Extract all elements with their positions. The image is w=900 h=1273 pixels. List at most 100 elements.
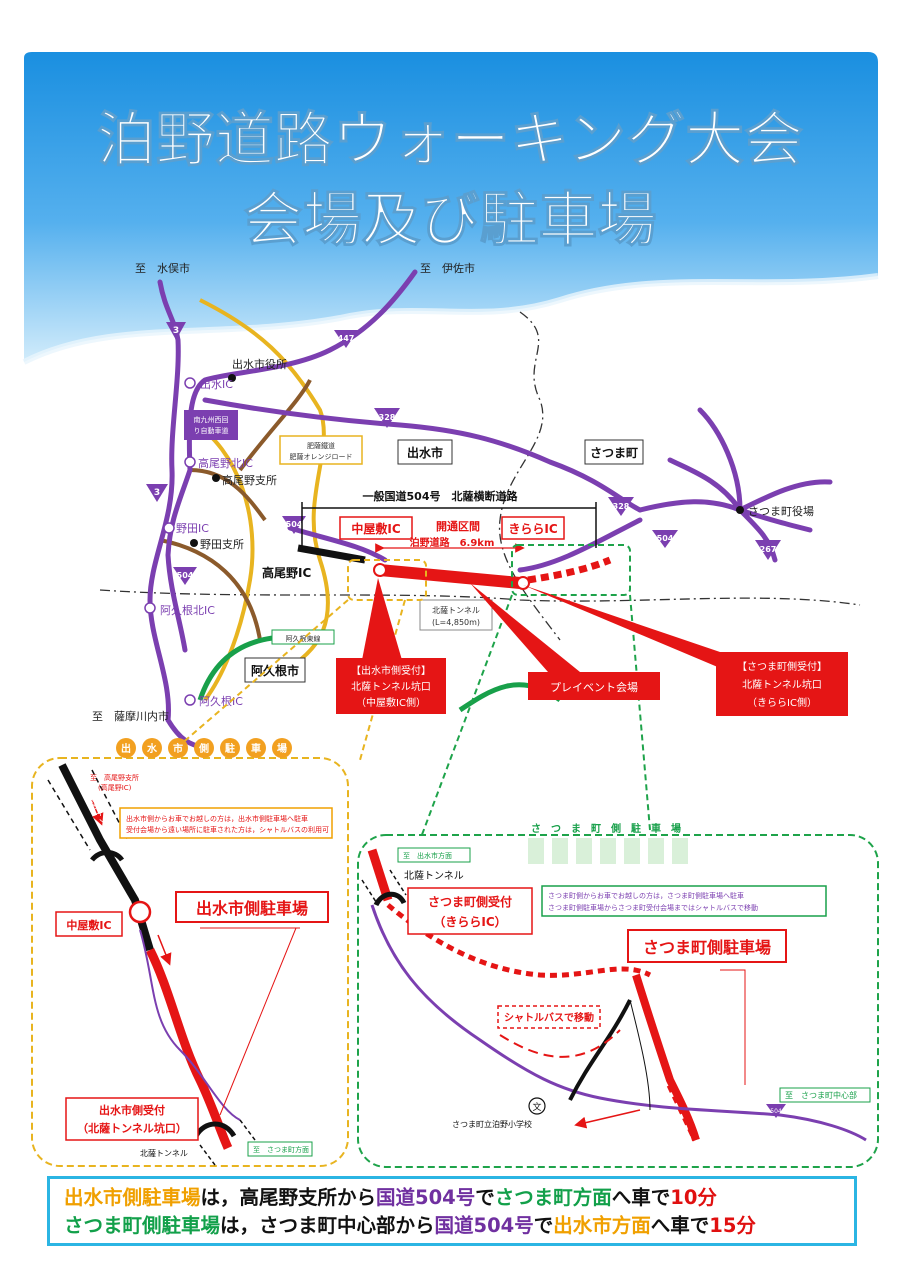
national-504-label: 一般国道504号 北薩横断道路 (363, 489, 519, 503)
takaono-kita-ic-label: 高尾野北IC (198, 456, 253, 470)
brown-roads (159, 379, 312, 641)
route-447-shield: 447 (334, 330, 358, 348)
inset-left-ic-label: 中屋敷IC (66, 918, 111, 932)
school-label: さつま町立泊野小学校 (452, 1119, 532, 1129)
inset-right-tunnel-label: 北薩トンネル (404, 869, 464, 882)
footer2-b: は，さつま町中心部から (220, 1214, 435, 1237)
svg-text:側: 側 (198, 742, 209, 755)
izumi-reception-line1: 【出水市側受付】 (351, 664, 431, 677)
takaono-ic-label: 高尾野IC (262, 565, 311, 580)
orange-railway-line2: 肥薩オレンジロード (290, 452, 353, 461)
svg-text:504: 504 (286, 520, 303, 529)
svg-text:つ: つ (551, 824, 561, 835)
route-shields: 3 447 328 3 328 504 504 504 267 (146, 322, 781, 585)
akune-city-box: 阿久根市 (251, 663, 299, 678)
tunnel-length-label: (L=4,850m) (432, 618, 480, 627)
svg-text:3: 3 (154, 488, 160, 498)
svg-text:駐: 駐 (631, 822, 641, 835)
svg-text:ま: ま (571, 823, 581, 835)
inset-left-banner: 出 水 市 側 駐 車 場 (116, 738, 292, 758)
footer1-e: さつま町方面 (494, 1186, 612, 1209)
footer2-f: へ車で (650, 1214, 710, 1237)
inset-left-parking-label: 出水市側駐車場 (196, 899, 308, 918)
inset-right-note-line1: さつま町側からお車でお越しの方は，さつま町側駐車場へ駐車 (548, 891, 744, 900)
akune-nodo-box: 阿久根東線 (286, 634, 321, 643)
footer1-b: は，高尾野支所から (200, 1186, 377, 1209)
inset-left-reception-line1: 出水市側受付 (99, 1103, 165, 1117)
takaono-branch-label: 高尾野支所 (222, 473, 277, 487)
svg-text:328: 328 (613, 502, 630, 511)
tunnel-name-label: 北薩トンネル (432, 605, 480, 615)
inset-right-route-504: 504 (770, 1108, 782, 1115)
svg-text:場: 場 (277, 742, 287, 755)
inset-left-reception-line2: （北薩トンネル坑口） (77, 1121, 187, 1135)
svg-text:504: 504 (657, 534, 674, 543)
footer2-a: さつま町側駐車場 (64, 1214, 221, 1237)
footer2-g: 15分 (709, 1214, 756, 1237)
svg-text:市: 市 (173, 742, 183, 755)
noda-branch-label: 野田支所 (200, 538, 244, 551)
inset-left-note-line1: 出水市側からお車でお越しの方は，出水市側駐車場へ駐車 (126, 814, 308, 823)
svg-text:328: 328 (379, 413, 396, 422)
footer2-e: 出水市方面 (553, 1214, 651, 1237)
inset-right-to-izumi: 至 出水市方面 (403, 851, 452, 860)
inset-left: 出 水 市 側 駐 車 場 至 高尾野支所 (高尾野IC) 高尾野トンネル 出水… (31, 738, 349, 1167)
inset-right-note-line2: さつま町側駐車場からさつま町受付会場まではシャトルバスで移動 (548, 903, 758, 912)
izumi-reception-line3: （中屋敷IC側） (356, 696, 426, 709)
prefectural-roads (188, 298, 330, 702)
footer2-d: で (533, 1214, 554, 1237)
izumi-reception-line2: 北薩トンネル坑口 (351, 680, 431, 693)
inset-right: さ つ ま 町 側 駐 車 場 至 出水市方面 北薩トンネル さつま町側受付 (357, 822, 879, 1168)
footer2-c: 国道504号 (434, 1214, 534, 1237)
satsuma-reception-line1: 【さつま町側受付】 (737, 660, 827, 673)
svg-text:町: 町 (591, 823, 601, 835)
svg-text:出: 出 (121, 742, 131, 755)
to-isa-label: 至 伊佐市 (420, 261, 475, 275)
svg-text:水: 水 (146, 742, 158, 755)
svg-text:267: 267 (760, 545, 777, 554)
school-icon: 文 (532, 1101, 541, 1113)
svg-text:場: 場 (671, 822, 681, 835)
noda-ic-label: 野田IC (176, 522, 209, 535)
route-504c-shield: 504 (173, 567, 197, 585)
inset-right-reception-line1: さつま町側受付 (428, 894, 512, 909)
expressway-line1: 南九州西回 (194, 415, 229, 424)
svg-text:3: 3 (173, 326, 179, 336)
inset-right-to-center: 至 さつま町中心部 (785, 1090, 857, 1100)
route-504b-shield: 504 (652, 530, 678, 548)
svg-text:側: 側 (610, 822, 621, 835)
page-title-line1: 泊野道路ウォーキング大会 (97, 105, 803, 174)
inset-left-to-satsuma: 至 さつま町方面 (253, 1145, 309, 1154)
kirara-ic-label: きららIC (508, 522, 557, 536)
inset-right-parking-label: さつま町側駐車場 (643, 938, 771, 957)
inset-right-banner: さ つ ま 町 側 駐 車 場 (528, 822, 688, 864)
footer-line1: 出水市側駐車場は，高尾野支所から国道504号でさつま町方面へ車で10分 (64, 1184, 854, 1212)
header-banner (22, 52, 879, 365)
route-3-shield: 3 (166, 322, 186, 340)
inset-left-note-line2: 受付会場から遠い場所に駐車された方は，シャトルバスの利用可 (126, 825, 329, 834)
inset-left-tunnel-label: 北薩トンネル (140, 1148, 188, 1158)
route-3b-shield: 3 (146, 484, 168, 502)
to-takaono-line1: 至 高尾野支所 (90, 773, 139, 782)
akune-kita-ic-label: 阿久根北IC (160, 603, 215, 617)
svg-text:さ: さ (531, 823, 541, 835)
footer1-c: 国道504号 (376, 1186, 476, 1209)
nakayashiki-ic-label: 中屋敷IC (351, 521, 400, 536)
izumi-city-box: 出水市 (407, 445, 443, 460)
satsuma-town-box: さつま町 (590, 446, 638, 460)
expressway-line2: り自動車道 (194, 426, 229, 435)
satsuma-town-hall-label: さつま町役場 (748, 504, 814, 518)
route-328b-shield: 328 (608, 497, 634, 516)
opening-section-label: 開通区間 (436, 520, 480, 533)
izumi-ic-label: 出水IC (200, 377, 233, 391)
footer1-a: 出水市側駐車場 (64, 1186, 201, 1209)
svg-text:車: 車 (651, 822, 661, 835)
orange-railway-line1: 肥薩鐵道 (307, 441, 335, 450)
satsuma-reception-line2: 北薩トンネル坑口 (742, 678, 822, 691)
footer-info-box: 出水市側駐車場は，高尾野支所から国道504号でさつま町方面へ車で10分 さつま町… (47, 1176, 857, 1246)
satsuma-reception-line3: （きららIC側） (747, 696, 817, 709)
national-routes (147, 269, 833, 751)
svg-text:車: 車 (251, 742, 261, 755)
